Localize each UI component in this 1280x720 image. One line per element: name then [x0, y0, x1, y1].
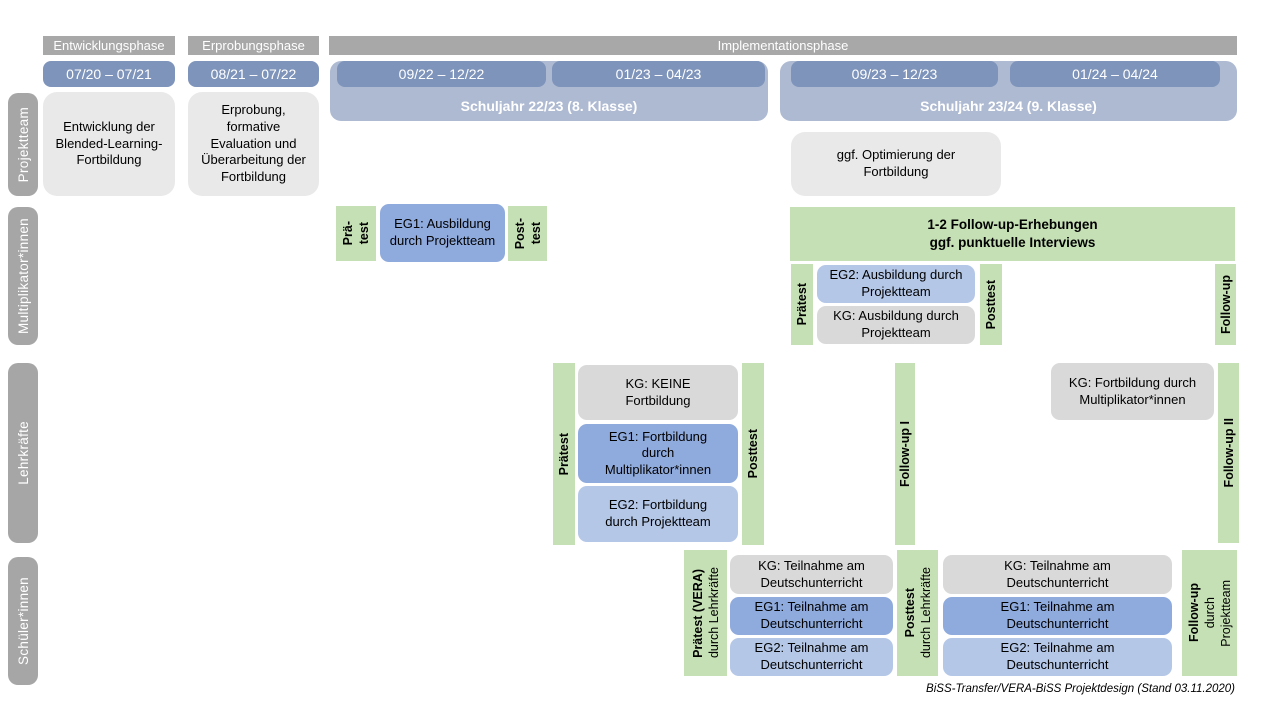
followup-text: Follow-up: [1186, 583, 1201, 643]
followup-subtext-projektteam: Projektteam: [1218, 579, 1233, 647]
banner-followup-erhebungen: 1-2 Follow-up-Erhebungen ggf. punktuelle…: [790, 207, 1235, 261]
banner-line1: 1-2 Follow-up-Erhebungen: [927, 216, 1098, 232]
activity-box-eg2-ausbildung-projektteam: EG2: Ausbildung durch Projektteam: [817, 265, 975, 303]
praetest-text: Prätest: [557, 432, 571, 476]
posttest-text: Posttest: [902, 588, 917, 638]
praetest-vera-subtext: durch Lehrkräfte: [706, 567, 721, 659]
activity-box-eg2-deutschunterricht-2: EG2: Teilnahme am Deutschunterricht: [943, 638, 1172, 676]
posttest-line2: test: [528, 222, 543, 245]
activity-box-eg2-deutschunterricht-1: EG2: Teilnahme am Deutschunterricht: [730, 638, 893, 676]
banner-line2: ggf. punktuelle Interviews: [929, 235, 1096, 250]
activity-box-eg1-ausbildung-projektteam: EG1: Ausbildung durch Projektteam: [380, 204, 505, 262]
posttest-line1: Post-: [512, 217, 527, 250]
period-bar-0923-1223: 09/23 – 12/23: [791, 61, 998, 87]
activity-box-eg1-deutschunterricht-2: EG1: Teilnahme am Deutschunterricht: [943, 597, 1172, 635]
period-bar-0922-1222: 09/22 – 12/22: [337, 61, 546, 87]
test-marker-praetest-lehrkraefte: Prätest: [553, 363, 575, 545]
activity-box-eg1-fortbildung-multiplikatoren: EG1: Fortbildung durch Multiplikator*inn…: [578, 424, 738, 483]
activity-box-kg-deutschunterricht-2: KG: Teilnahme am Deutschunterricht: [943, 555, 1172, 594]
followup-text: Follow-up: [1218, 274, 1233, 334]
activity-box-kg-ausbildung-projektteam: KG: Ausbildung durch Projektteam: [817, 306, 975, 344]
praetest-text: Prätest: [795, 283, 809, 326]
test-marker-posttest-multiplikatoren-2: Posttest: [980, 264, 1002, 345]
test-marker-followup2-lehrkraefte: Follow-up II: [1218, 363, 1239, 543]
posttest-subtext: durch Lehrkräfte: [918, 567, 933, 659]
followup-subtext-durch: durch: [1202, 597, 1217, 629]
phase-bar-erprobungsphase: Erprobungsphase: [188, 36, 319, 55]
test-marker-praetest-vera-schueler: Prätest (VERA) durch Lehrkräfte: [684, 550, 727, 676]
row-label-projektteam: Projektteam: [8, 93, 38, 196]
test-marker-posttest-lehrkraefte: Posttest: [742, 363, 764, 545]
activity-box-kg-keine-fortbildung: KG: KEINE Fortbildung: [578, 365, 738, 420]
followup1-text: Follow-up I: [898, 421, 912, 487]
row-label-lehrkraefte: Lehrkräfte: [8, 363, 38, 543]
row-label-lehrkraefte-text: Lehrkräfte: [15, 421, 31, 485]
test-marker-posttest-schueler: Posttest durch Lehrkräfte: [897, 550, 938, 676]
posttest-text: Posttest: [746, 429, 760, 479]
test-marker-followup1-lehrkraefte: Follow-up I: [895, 363, 915, 545]
activity-box-kg-fortbildung-multiplikatoren: KG: Fortbildung durch Multiplikator*inne…: [1051, 363, 1214, 420]
test-marker-followup-multiplikatoren: Follow-up: [1215, 264, 1236, 345]
praetest-vera-text: Prätest (VERA): [690, 568, 705, 658]
period-bar-0124-0424: 01/24 – 04/24: [1010, 61, 1220, 87]
activity-box-optimierung-fortbildung: ggf. Optimierung der Fortbildung: [791, 132, 1001, 196]
diagram-caption: BiSS-Transfer/VERA-BiSS Projektdesign (S…: [926, 683, 1235, 695]
test-marker-praetest-multiplikatoren-2: Prätest: [791, 264, 813, 345]
row-label-schueler-text: Schüler*innen: [15, 577, 31, 665]
row-label-multiplikatoren: Multiplikator*innen: [8, 207, 38, 345]
praetest-line1: Prä-: [341, 221, 355, 246]
phase-bar-implementationsphase: Implementationsphase: [329, 36, 1237, 55]
row-label-schueler: Schüler*innen: [8, 557, 38, 685]
activity-box-entwicklung-fortbildung: Entwicklung der Blended-Learning-Fortbil…: [43, 92, 175, 196]
posttest-text: Posttest: [984, 279, 998, 330]
followup2-text: Follow-up II: [1221, 418, 1236, 488]
period-bar-0720-0721: 07/20 – 07/21: [43, 61, 175, 87]
activity-box-kg-deutschunterricht-1: KG: Teilnahme am Deutschunterricht: [730, 555, 893, 594]
row-label-multiplikatoren-text: Multiplikator*innen: [15, 217, 31, 334]
test-marker-followup-schueler: Follow-up durch Projektteam: [1182, 550, 1237, 676]
period-bar-0821-0722: 08/21 – 07/22: [188, 61, 319, 87]
row-label-projektteam-text: Projektteam: [15, 106, 31, 183]
test-marker-posttest-multiplikatoren-1: Post- test: [508, 206, 547, 261]
period-bar-0123-0423: 01/23 – 04/23: [552, 61, 765, 87]
phase-bar-entwicklungsphase: Entwicklungsphase: [43, 36, 175, 55]
activity-box-erprobung-evaluation: Erprobung, formative Evaluation und Über…: [188, 92, 319, 196]
activity-box-eg2-fortbildung-projektteam: EG2: Fortbildung durch Projektteam: [578, 486, 738, 542]
praetest-line2: test: [357, 222, 371, 245]
test-marker-praetest-multiplikatoren-1: Prä- test: [336, 206, 376, 261]
activity-box-eg1-deutschunterricht-1: EG1: Teilnahme am Deutschunterricht: [730, 597, 893, 635]
